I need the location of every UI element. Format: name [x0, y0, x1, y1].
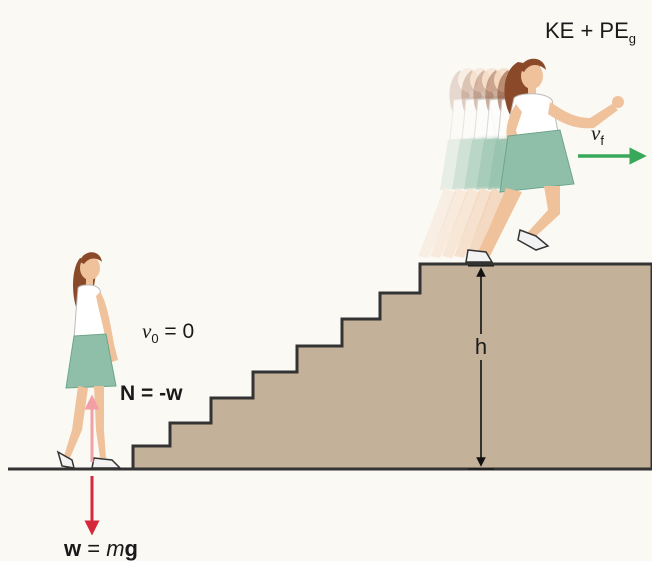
final-velocity-label: vf	[591, 121, 604, 148]
woman-at-bottom	[58, 252, 120, 468]
height-label: h	[475, 334, 487, 359]
initial-velocity-label: v0 = 0	[142, 319, 194, 346]
energy-label: KE + PEg	[545, 18, 636, 46]
staircase	[133, 264, 652, 469]
normal-force-label: N = -w	[120, 382, 183, 405]
weight-label: w = mg	[63, 536, 138, 561]
